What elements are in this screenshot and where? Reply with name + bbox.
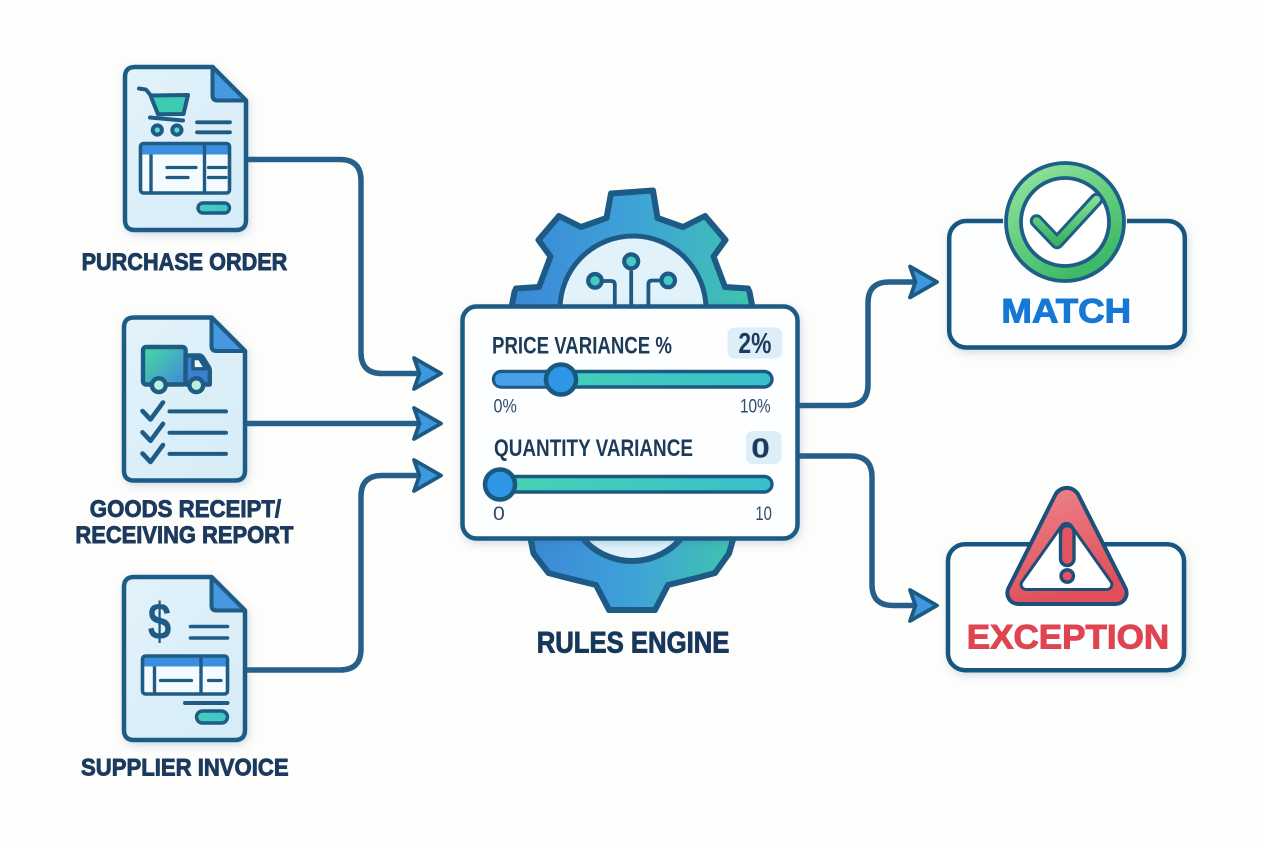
svg-text:EXCEPTION: EXCEPTION	[967, 618, 1169, 656]
svg-text:SUPPLIER INVOICE: SUPPLIER INVOICE	[81, 755, 289, 782]
svg-text:10: 10	[755, 503, 772, 525]
svg-text:2%: 2%	[738, 328, 771, 360]
svg-text:QUANTITY VARIANCE: QUANTITY VARIANCE	[494, 435, 693, 462]
svg-text:0: 0	[493, 503, 505, 525]
svg-text:PRICE VARIANCE %: PRICE VARIANCE %	[492, 333, 672, 360]
svg-text:RULES ENGINE: RULES ENGINE	[537, 626, 730, 659]
svg-text:RECEIVING REPORT: RECEIVING REPORT	[75, 522, 293, 549]
svg-text:MATCH: MATCH	[1001, 293, 1131, 331]
svg-text:10%: 10%	[740, 396, 771, 418]
svg-text:PURCHASE ORDER: PURCHASE ORDER	[82, 249, 288, 276]
svg-text:0: 0	[751, 433, 770, 464]
svg-text:0%: 0%	[494, 396, 517, 418]
svg-text:$: $	[148, 593, 172, 651]
svg-text:GOODS RECEIPT/: GOODS RECEIPT/	[90, 496, 281, 523]
